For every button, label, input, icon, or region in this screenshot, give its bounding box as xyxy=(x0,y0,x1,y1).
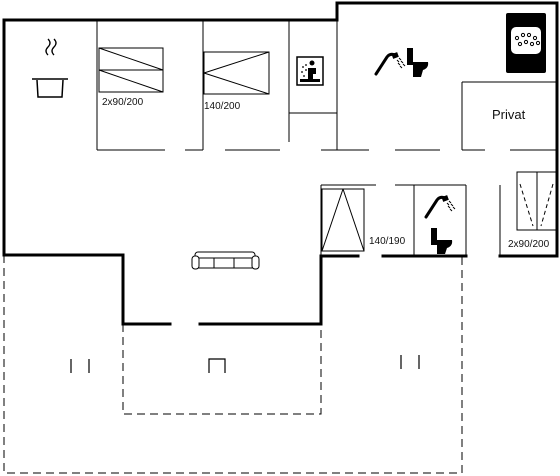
shower-icon xyxy=(424,195,456,219)
interior-walls xyxy=(96,20,557,256)
shower-icon xyxy=(374,52,406,76)
bed-size-label-room1: 2x90/200 xyxy=(102,97,144,108)
terrace-furniture xyxy=(70,355,420,373)
jacuzzi-icon xyxy=(506,13,546,73)
bed-size-label-room2: 140/200 xyxy=(204,101,241,112)
sofa-icon xyxy=(191,251,260,270)
sauna-icon xyxy=(296,56,324,86)
bed-size-label-room4: 2x90/200 xyxy=(508,239,550,250)
bed-icon xyxy=(98,47,558,252)
toilet-icon xyxy=(407,48,429,77)
cooking-pot-icon xyxy=(32,38,68,98)
outer-walls xyxy=(2,1,559,326)
toilet-icon xyxy=(431,228,453,254)
bed-size-label-room3: 140/190 xyxy=(369,236,406,247)
private-room-label: Privat xyxy=(492,107,526,122)
terrace-outline xyxy=(3,255,463,474)
